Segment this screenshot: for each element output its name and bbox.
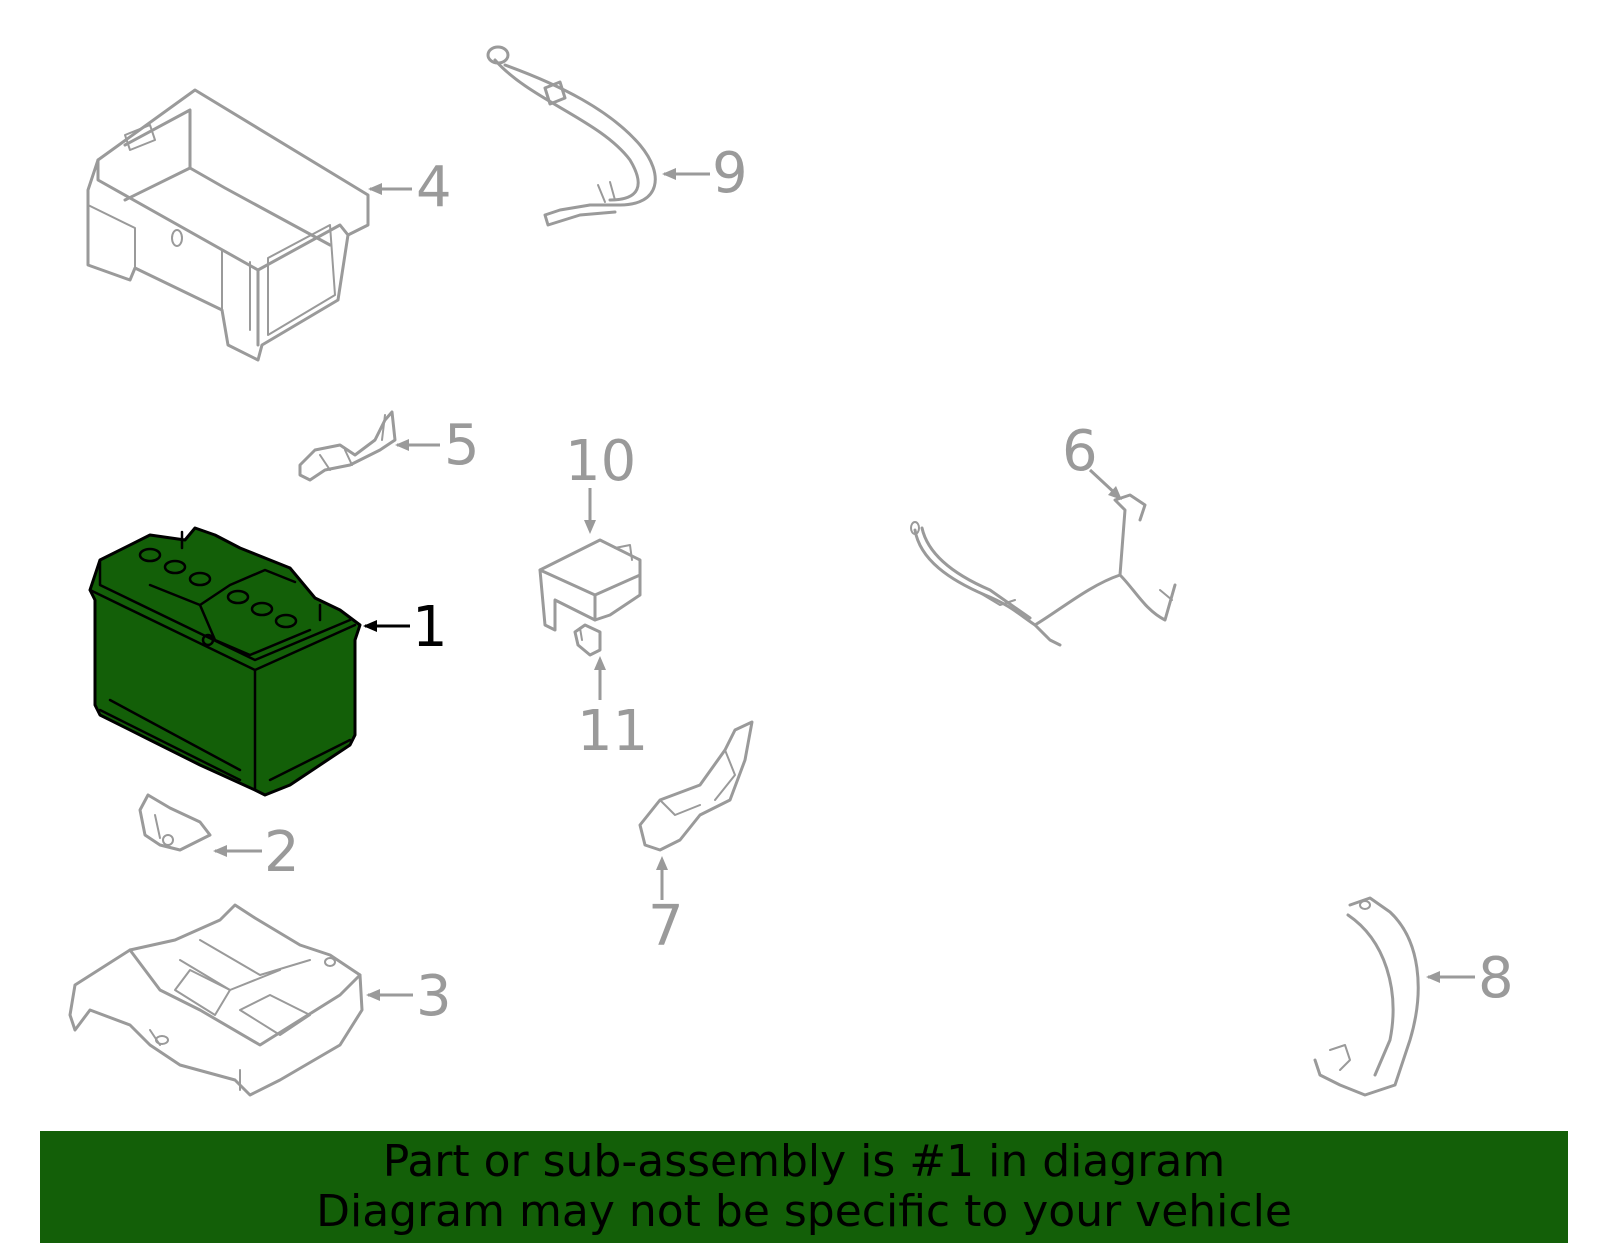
callout-label-3: 3 [416, 964, 452, 1029]
callout-4[interactable]: 4 [368, 155, 452, 220]
part-4-battery-box[interactable] [86, 88, 370, 362]
callout-11[interactable]: 11 [577, 656, 648, 764]
callout-label-6: 6 [1062, 419, 1098, 484]
banner-line-2: Diagram may not be specific to your vehi… [316, 1186, 1292, 1237]
callout-label-2: 2 [264, 820, 300, 885]
part-7-bracket[interactable] [638, 720, 754, 852]
callout-label-9: 9 [712, 141, 748, 206]
part-2-bracket[interactable] [138, 793, 212, 852]
callout-1[interactable]: 1 [363, 595, 448, 660]
callout-7[interactable]: 7 [648, 856, 684, 959]
callout-5[interactable]: 5 [395, 413, 480, 478]
part-11-clip[interactable] [573, 623, 602, 657]
part-3-battery-tray[interactable] [68, 903, 364, 1097]
callout-label-10: 10 [565, 429, 636, 494]
callout-6[interactable]: 6 [1062, 419, 1122, 500]
callout-label-8: 8 [1478, 946, 1514, 1011]
part-1-battery[interactable] [88, 526, 362, 797]
callout-3[interactable]: 3 [366, 964, 452, 1029]
callout-2[interactable]: 2 [213, 820, 300, 885]
part-8-ground-cable[interactable] [1313, 896, 1420, 1097]
part-5-hold-down[interactable] [298, 410, 397, 482]
callout-9[interactable]: 9 [662, 141, 748, 206]
callout-label-11: 11 [577, 699, 648, 764]
part-10-fuse-box[interactable] [538, 538, 642, 632]
info-banner: Part or sub-assembly is #1 in diagram Di… [40, 1131, 1568, 1243]
part-9-battery-cable[interactable] [486, 45, 657, 227]
callout-label-1: 1 [412, 595, 448, 660]
callout-8[interactable]: 8 [1426, 946, 1514, 1011]
part-6-wiring-harness[interactable] [910, 493, 1177, 647]
callout-label-5: 5 [444, 413, 480, 478]
callout-label-7: 7 [648, 894, 684, 959]
callout-label-4: 4 [416, 155, 452, 220]
banner-line-1: Part or sub-assembly is #1 in diagram [382, 1136, 1226, 1187]
callout-10[interactable]: 10 [565, 429, 636, 534]
